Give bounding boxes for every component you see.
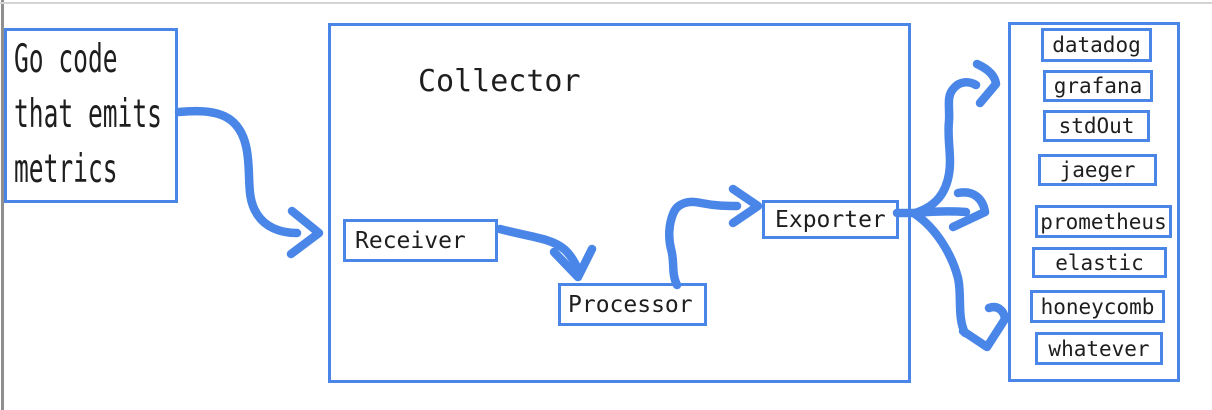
dest-label-whatever: whatever <box>1048 336 1150 361</box>
source-box-line-3: metrics <box>14 147 118 192</box>
dest-label-prometheus: prometheus <box>1040 209 1167 234</box>
arrowhead-fanout-up-icon <box>972 59 1001 108</box>
dest-label-datadog: datadog <box>1052 33 1141 57</box>
arrowhead-fanout-middle-icon <box>948 188 990 232</box>
dest-label-honeycomb: honeycomb <box>1040 294 1155 319</box>
dest-item-prometheus: prometheus <box>1035 205 1172 238</box>
dest-item-honeycomb: honeycomb <box>1030 290 1165 323</box>
source-box-line-2: that emits <box>14 92 162 137</box>
dest-label-elastic: elastic <box>1055 250 1144 275</box>
collector-title: Collector <box>418 64 581 99</box>
arrowhead-source-to-receiver-icon <box>286 206 324 259</box>
arrow-fanout-down <box>910 209 970 338</box>
dest-label-jaeger: jaeger <box>1059 158 1136 182</box>
arrowhead-fanout-down-icon <box>958 302 1010 352</box>
dest-item-datadog: datadog <box>1041 28 1152 62</box>
dest-label-grafana: grafana <box>1053 74 1143 98</box>
canvas-left-edge-line <box>1 0 4 410</box>
arrow-fanout-middle <box>910 207 971 218</box>
dest-item-whatever: whatever <box>1035 332 1163 365</box>
dest-item-stdout: stdOut <box>1043 110 1150 142</box>
dest-label-stdout: stdOut <box>1058 114 1135 138</box>
receiver-label: Receiver <box>355 227 466 254</box>
processor-box: Processor <box>558 283 707 326</box>
exporter-label: Exporter <box>775 206 886 233</box>
source-code-box: Go code that emits metrics <box>4 28 178 203</box>
arrow-fanout-up <box>910 78 981 218</box>
dest-item-jaeger: jaeger <box>1038 154 1157 186</box>
canvas-top-edge-line <box>0 2 1212 4</box>
processor-label: Processor <box>568 291 693 318</box>
destinations-box: datadog grafana stdOut jaeger prometheus… <box>1008 22 1180 382</box>
arrow-source-to-receiver <box>174 106 302 238</box>
exporter-box: Exporter <box>762 200 899 239</box>
dest-item-grafana: grafana <box>1043 70 1153 102</box>
source-box-line-1: Go code <box>14 37 118 82</box>
receiver-box: Receiver <box>343 219 498 262</box>
dest-item-elastic: elastic <box>1032 247 1167 278</box>
